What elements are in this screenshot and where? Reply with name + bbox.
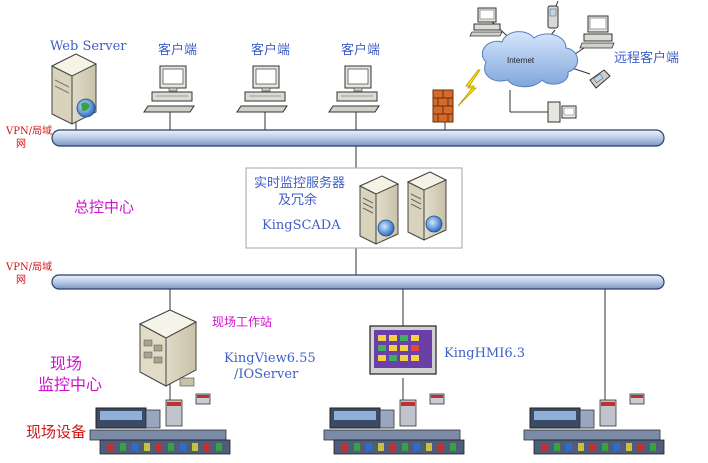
client-label-2: 客户端 [251, 43, 291, 58]
kingview-label-line2: /IOServer [234, 367, 299, 382]
field-devices-label: 现场设备 [26, 423, 87, 441]
client-pc-icon-3 [328, 65, 380, 113]
firewall-icon [432, 89, 454, 123]
control-center-label: 总控中心 [74, 198, 135, 216]
web-server-label: Web Server [50, 39, 127, 54]
workstation-label: 现场工作站 [212, 315, 273, 329]
kingscada-label: KingSCADA [262, 218, 341, 233]
scada-server-icon-1 [359, 175, 399, 245]
web-server-icon [50, 53, 98, 125]
remote-desktop-icon [547, 101, 577, 123]
lightning-icon [457, 69, 481, 107]
client-label-1: 客户端 [158, 43, 198, 58]
remote-pc-icon-2 [579, 15, 615, 49]
field-workstation-icon [138, 309, 198, 387]
remote-pc-icon-1 [469, 7, 503, 37]
remote-client-label: 远程客户端 [614, 51, 680, 66]
internet-label: Internet [507, 56, 535, 65]
vpn-top-label-line2: 网 [16, 139, 26, 150]
middle-network-bus [51, 274, 665, 290]
mobile-phone-icon [547, 0, 559, 29]
scada-server-icon-2 [407, 171, 447, 241]
plc-rack-icon-3 [523, 393, 665, 455]
kinghmi-label: KingHMI6.3 [444, 346, 526, 361]
internet-cloud-icon [481, 31, 578, 88]
vpn-mid-label-line1: VPN/局域 [6, 262, 53, 273]
scada-title-line2: 及冗余 [278, 193, 318, 208]
client-pc-icon-2 [236, 65, 288, 113]
client-pc-icon-1 [143, 65, 195, 113]
pda-icon [589, 69, 611, 89]
client-label-3: 客户端 [341, 43, 381, 58]
field-center-label-line2: 监控中心 [38, 375, 103, 394]
plc-rack-icon-1 [89, 393, 231, 455]
field-center-label-line1: 现场 [50, 354, 83, 373]
vpn-top-label-line1: VPN/局域 [6, 126, 53, 137]
plc-rack-icon-2 [323, 393, 465, 455]
top-network-bus [51, 129, 665, 147]
kinghmi-panel-icon [369, 325, 437, 375]
vpn-mid-label-line2: 网 [16, 275, 26, 286]
kingview-label-line1: KingView6.55 [224, 351, 316, 366]
scada-title-line1: 实时监控服务器 [254, 176, 346, 191]
